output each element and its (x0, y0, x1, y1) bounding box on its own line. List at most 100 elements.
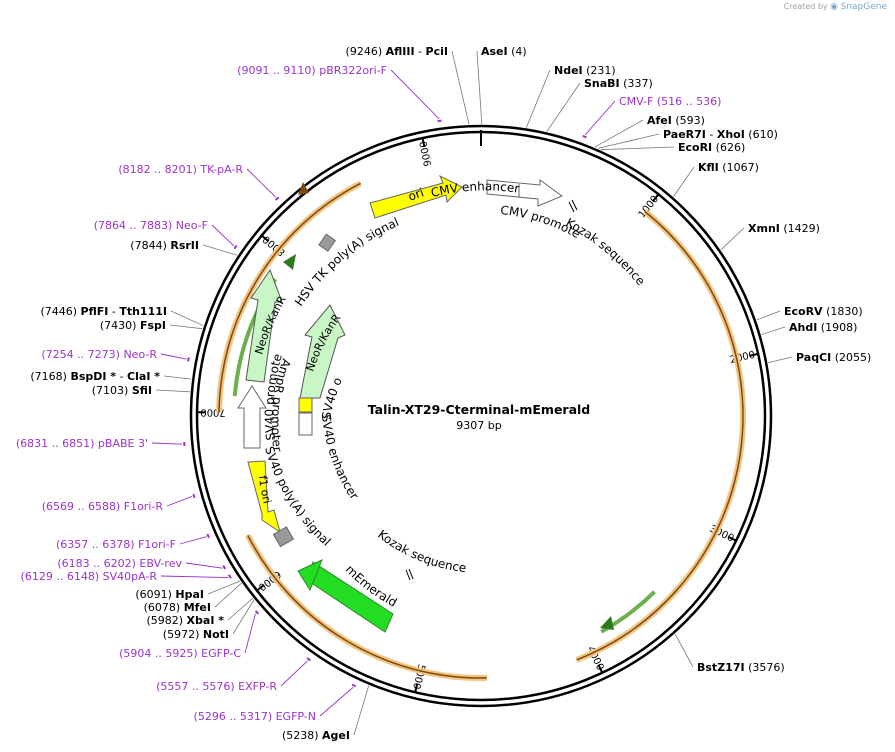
primer-label: (9091 .. 9110) pBR322ori-F (237, 64, 387, 77)
primer-leader (185, 562, 223, 569)
primer-label: (5904 .. 5925) EGFP-C (119, 647, 241, 660)
site-label-name: PaqCI (796, 351, 831, 364)
site-leader (476, 50, 483, 125)
neo-orf-arc-outline (216, 180, 363, 413)
site-leader (597, 133, 660, 149)
sv40-polya-box (272, 526, 295, 548)
ruler-tick (421, 137, 426, 148)
primer-leader (390, 69, 440, 120)
site-label-name: RsrII (170, 239, 199, 252)
site-label-pos: (2055) (831, 351, 871, 364)
site-leader (170, 310, 204, 327)
primer-mark (306, 657, 312, 662)
primer-label-name: pBR322ori-F (319, 64, 387, 77)
site-leader (202, 244, 238, 256)
svg-text:Kozak sequence: Kozak sequence (564, 215, 648, 288)
primer-label-pos: (6183 .. 6202) (57, 557, 139, 570)
site-leader (163, 375, 192, 380)
site-leader (451, 50, 470, 125)
primer-label-name: Neo-R (123, 348, 157, 361)
site-label-pos: (231) (583, 64, 616, 77)
primer-label-name: Neo-F (176, 219, 208, 232)
primer-label: (6183 .. 6202) EBV-rev (57, 557, 182, 570)
ruler-tick (256, 584, 265, 592)
site-label-pos: (593) (672, 114, 705, 127)
kozak-top-mark (568, 201, 575, 213)
watermark-created-by: Created by (783, 2, 828, 11)
primer-mark (437, 119, 442, 123)
site-label: (7168) BspDI * - ClaI * (30, 370, 160, 383)
hsv-tk-polya-label: HSV TK poly(A) signal (292, 215, 401, 309)
site-leader (169, 324, 203, 330)
cmv-enhancer-arrow (486, 179, 564, 207)
site-label: (6078) MfeI (144, 601, 211, 614)
site-label-pos: (5972) (163, 628, 203, 641)
backbone-outer-strand (189, 124, 773, 708)
kozak-bottom-mark (405, 569, 411, 581)
plasmid-length: 9307 bp (456, 419, 501, 432)
site-label-name: HpaI (175, 588, 204, 601)
neo-outer-arrow (245, 268, 283, 383)
site-leader (756, 310, 781, 321)
site-label: (7446) PflFI - Tth111I (40, 305, 167, 318)
primer-leader (211, 224, 235, 247)
site-label-name2: PciI (426, 45, 448, 58)
ruler-tick (261, 234, 270, 243)
site-label-pos: (7103) (92, 384, 132, 397)
site-label-pos: (626) (712, 141, 745, 154)
site-label-name: AgeI (322, 729, 350, 742)
snapgene-logo-icon: ◉ (830, 2, 839, 12)
ruler-tick (414, 683, 419, 693)
kozak-top-label: Kozak sequence (564, 215, 648, 288)
primer-label-pos: (8182 .. 8201) (118, 163, 200, 176)
site-label-sep: - (116, 370, 127, 383)
ori-label: ori (406, 185, 425, 203)
primer-leader (160, 575, 229, 578)
svg-text:SV40 poly(A) signal: SV40 poly(A) signal (262, 445, 333, 549)
site-label-name: AhdI (789, 321, 817, 334)
site-label-name: XmnI (748, 222, 780, 235)
site-label: (5982) XbaI * (146, 614, 224, 627)
site-label-pos: (1908) (817, 321, 857, 334)
primer-label-name: pBABE 3' (98, 437, 148, 450)
primer-label-name: F1ori-F (138, 538, 176, 551)
ruler-tick (652, 193, 660, 202)
site-leader (768, 356, 793, 364)
site-leader (720, 227, 745, 250)
primer-mark (227, 574, 232, 579)
site-label: (7430) FspI (100, 319, 166, 332)
site-label: (7844) RsrII (130, 239, 199, 252)
site-label-name2: ClaI * (127, 370, 160, 383)
primer-leader (280, 660, 308, 687)
green-orf-arrowhead-2 (600, 616, 614, 630)
site-leader (232, 599, 255, 635)
site-label-name: PflFI (81, 305, 109, 318)
primer-mark (187, 357, 190, 362)
green-orf-arrowhead (283, 254, 296, 270)
primer-mark (192, 493, 196, 499)
primer-mark (582, 134, 587, 139)
feature-layer (216, 174, 746, 681)
primer-label: (8182 .. 8201) TK-pA-R (118, 163, 243, 176)
site-label-pos: (7168) (30, 370, 70, 383)
ori-arrow (369, 174, 463, 219)
primer-label-name: EGFP-N (276, 710, 316, 723)
label-layer: AseI (4)NdeI (231)SnaBI (337)AfeI (593)P… (16, 45, 871, 742)
hsv-tk-polya-box (318, 233, 337, 252)
ruler-tick (597, 664, 604, 674)
sv40-promoter-arrow (237, 385, 267, 449)
site-label-pos: (610) (745, 128, 778, 141)
primer-label: CMV-F (516 .. 536) (619, 95, 721, 108)
neo-inner-arrow (299, 304, 346, 399)
orf-arc-outline (575, 209, 746, 663)
plasmid-name: Talin-XT29-Cterminal-mEmerald (368, 402, 591, 417)
orf-arrowhead (298, 182, 309, 195)
site-label-sep: - (706, 128, 717, 141)
svg-text:Kozak sequence: Kozak sequence (375, 527, 467, 575)
primer-label-name: TK-pA-R (199, 163, 243, 176)
site-label: PaqCI (2055) (796, 351, 871, 364)
green-orf-line (600, 590, 656, 634)
site-label-pos: (6078) (144, 601, 184, 614)
primer-label-pos: (6357 .. 6378) (56, 538, 138, 551)
site-label: PaeR7I - XhoI (610) (663, 128, 778, 141)
